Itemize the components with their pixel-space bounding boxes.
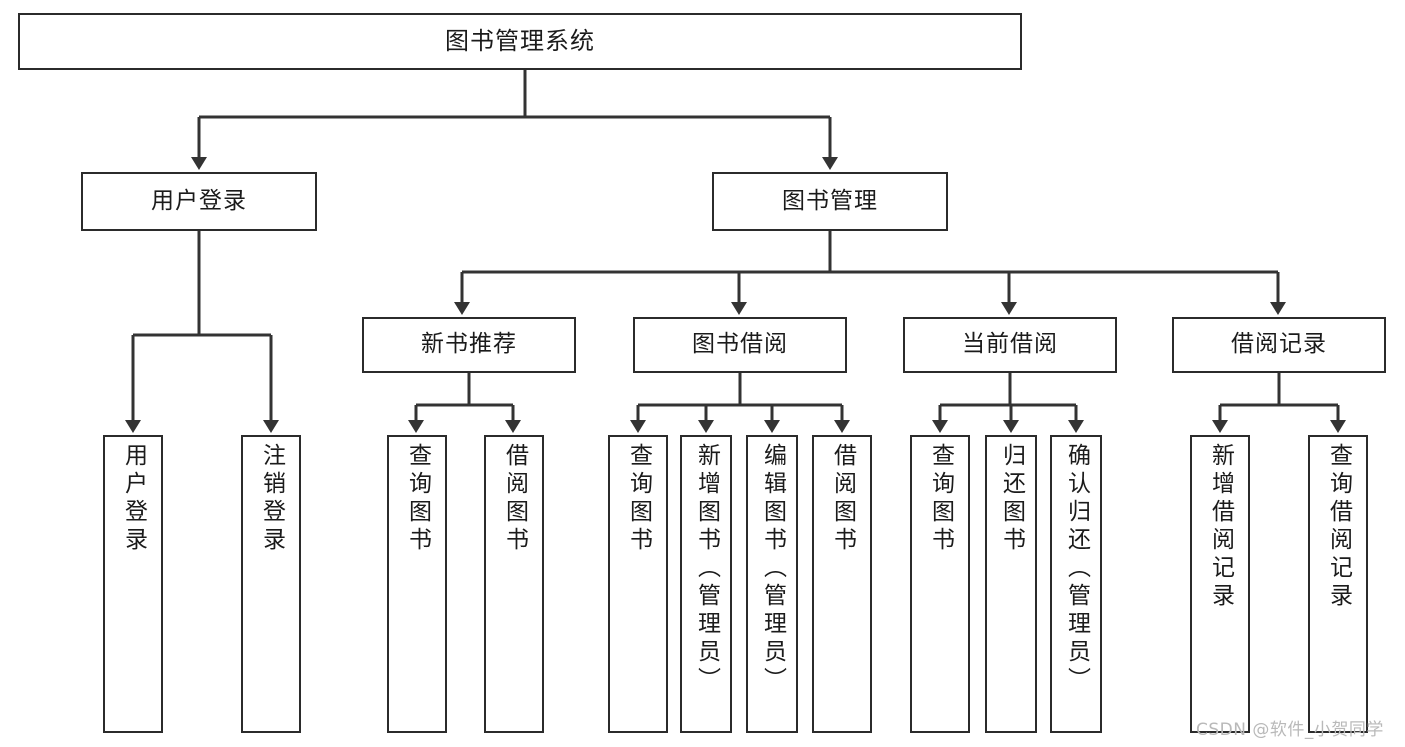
root-node-root[interactable]: 图书管理系统 bbox=[18, 13, 1022, 70]
leaf-node-leaf-borrow-query-book[interactable]: 查询图书 bbox=[608, 435, 668, 733]
edge-current-to-leaf2 bbox=[1003, 405, 1019, 433]
edge-current-to-leaf1 bbox=[932, 405, 948, 433]
node-user-login[interactable]: 用户登录 bbox=[81, 172, 317, 231]
node-label: 图书借阅 bbox=[692, 331, 788, 358]
node-label: 图书管理系统 bbox=[445, 27, 595, 56]
node-book-manage[interactable]: 图书管理 bbox=[712, 172, 948, 231]
edge-user-login-to-leaf1 bbox=[125, 335, 141, 433]
node-borrow-record[interactable]: 借阅记录 bbox=[1172, 317, 1386, 373]
node-label: 新增借阅记录 bbox=[1207, 443, 1234, 611]
edge-record-to-leaf1 bbox=[1212, 405, 1228, 433]
node-label: 新书推荐 bbox=[421, 331, 517, 358]
leaf-node-leaf-cur-return-book[interactable]: 归还图书 bbox=[985, 435, 1037, 733]
edge-borrow-to-leaf2 bbox=[698, 405, 714, 433]
edge-record-to-leaf2 bbox=[1330, 405, 1346, 433]
edge-root-to-book-manage bbox=[822, 117, 838, 170]
leaf-node-leaf-rec-query-record[interactable]: 查询借阅记录 bbox=[1308, 435, 1368, 733]
edge-current-to-leaf3 bbox=[1068, 405, 1084, 433]
node-label: 借阅图书 bbox=[501, 443, 528, 555]
leaf-node-leaf-user-logout[interactable]: 注销登录 bbox=[241, 435, 301, 733]
edge-book-manage-to-borrow bbox=[731, 272, 747, 315]
leaf-node-leaf-borrow-edit-book[interactable]: 编辑图书（管理员） bbox=[746, 435, 798, 733]
watermark-text: CSDN @软件_小贺同学 bbox=[1196, 720, 1384, 740]
leaf-node-leaf-borrow-add-book[interactable]: 新增图书（管理员） bbox=[680, 435, 732, 733]
node-label: 借阅记录 bbox=[1231, 331, 1327, 358]
leaf-node-leaf-rec-query-book[interactable]: 查询图书 bbox=[387, 435, 447, 733]
leaf-node-leaf-cur-query-book[interactable]: 查询图书 bbox=[910, 435, 970, 733]
node-label: 用户登录 bbox=[151, 187, 247, 214]
node-label: 当前借阅 bbox=[962, 331, 1058, 358]
edge-book-manage-to-record bbox=[1270, 272, 1286, 315]
leaf-node-leaf-user-login[interactable]: 用户登录 bbox=[103, 435, 163, 733]
edge-borrow-to-leaf1 bbox=[630, 405, 646, 433]
edge-root-to-user-login bbox=[191, 117, 207, 170]
node-label: 图书管理 bbox=[782, 187, 878, 214]
node-new-book-recommend[interactable]: 新书推荐 bbox=[362, 317, 576, 373]
node-label: 注销登录 bbox=[258, 443, 285, 555]
edge-user-login-to-leaf2 bbox=[263, 335, 279, 433]
edge-borrow-to-leaf3 bbox=[764, 405, 780, 433]
edge-rec-to-leaf1 bbox=[408, 405, 424, 433]
node-label: 查询图书 bbox=[927, 443, 954, 555]
node-label: 用户登录 bbox=[120, 443, 147, 555]
edge-rec-to-leaf2 bbox=[505, 405, 521, 433]
edge-borrow-to-leaf4 bbox=[834, 405, 850, 433]
node-label: 归还图书 bbox=[998, 443, 1025, 555]
leaf-node-leaf-rec-borrow-book[interactable]: 借阅图书 bbox=[484, 435, 544, 733]
node-book-borrow[interactable]: 图书借阅 bbox=[633, 317, 847, 373]
edge-book-manage-to-rec bbox=[454, 272, 470, 315]
node-label: 查询图书 bbox=[404, 443, 431, 555]
leaf-node-leaf-rec-add-record[interactable]: 新增借阅记录 bbox=[1190, 435, 1250, 733]
node-current-borrow[interactable]: 当前借阅 bbox=[903, 317, 1117, 373]
node-label: 确认归还（管理员） bbox=[1063, 443, 1090, 695]
node-label: 编辑图书（管理员） bbox=[759, 443, 786, 695]
node-label: 新增图书（管理员） bbox=[693, 443, 720, 695]
node-label: 借阅图书 bbox=[829, 443, 856, 555]
node-label: 查询图书 bbox=[625, 443, 652, 555]
leaf-node-leaf-cur-confirm-return[interactable]: 确认归还（管理员） bbox=[1050, 435, 1102, 733]
leaf-node-leaf-borrow-borrow-book[interactable]: 借阅图书 bbox=[812, 435, 872, 733]
node-label: 查询借阅记录 bbox=[1325, 443, 1352, 611]
edge-book-manage-to-current bbox=[1001, 272, 1017, 315]
